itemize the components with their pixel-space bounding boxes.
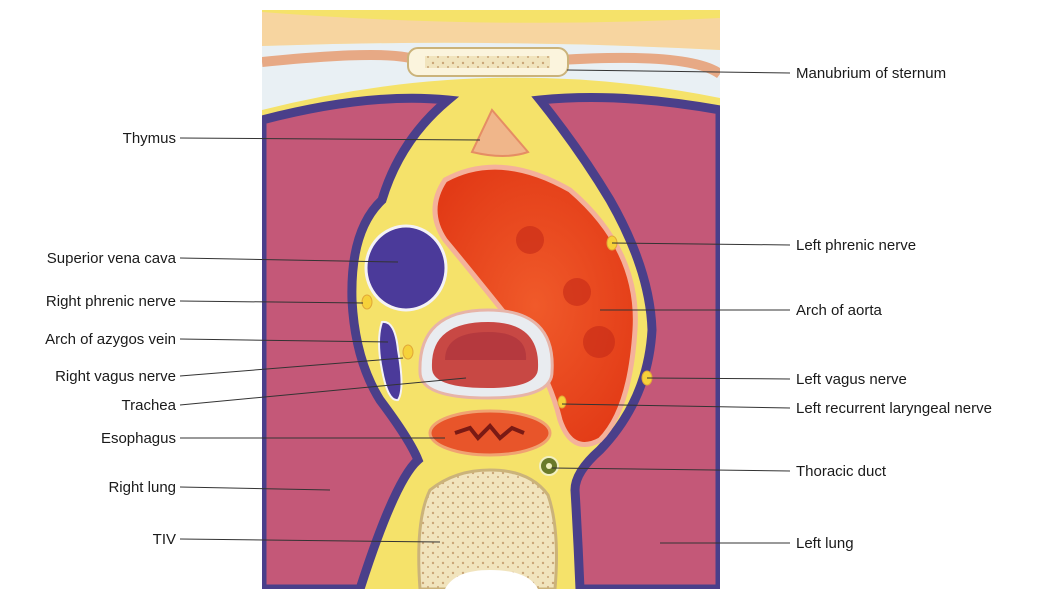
label-superior-vena-cava: Superior vena cava — [47, 250, 177, 267]
label-tiv: TIV — [153, 531, 176, 548]
label-right-vagus-nerve: Right vagus nerve — [55, 368, 176, 385]
label-right-lung: Right lung — [108, 479, 176, 496]
label-arch-of-aorta: Arch of aorta — [796, 302, 883, 319]
illustration-panel — [262, 10, 720, 589]
label-thoracic-duct: Thoracic duct — [796, 463, 887, 480]
left-recurrent-laryngeal-nerve — [558, 396, 566, 408]
label-thymus: Thymus — [123, 130, 176, 147]
superior-vena-cava — [366, 226, 446, 310]
label-left-phrenic-nerve: Left phrenic nerve — [796, 237, 916, 254]
labels-left: Thymus Superior vena cava Right phrenic … — [45, 130, 177, 548]
label-trachea: Trachea — [122, 397, 177, 414]
label-left-recurrent-laryngeal-nerve: Left recurrent laryngeal nerve — [796, 400, 992, 417]
label-esophagus: Esophagus — [101, 430, 176, 447]
label-right-phrenic-nerve: Right phrenic nerve — [46, 293, 176, 310]
right-phrenic-nerve — [362, 295, 372, 309]
label-left-lung: Left lung — [796, 535, 854, 552]
esophagus — [430, 411, 550, 455]
label-manubrium-of-sternum: Manubrium of sternum — [796, 65, 946, 82]
labels-right: Manubrium of sternum Left phrenic nerve … — [796, 65, 992, 552]
right-vagus-nerve — [403, 345, 413, 359]
label-left-vagus-nerve: Left vagus nerve — [796, 371, 907, 388]
label-arch-of-azygos-vein: Arch of azygos vein — [45, 331, 176, 348]
